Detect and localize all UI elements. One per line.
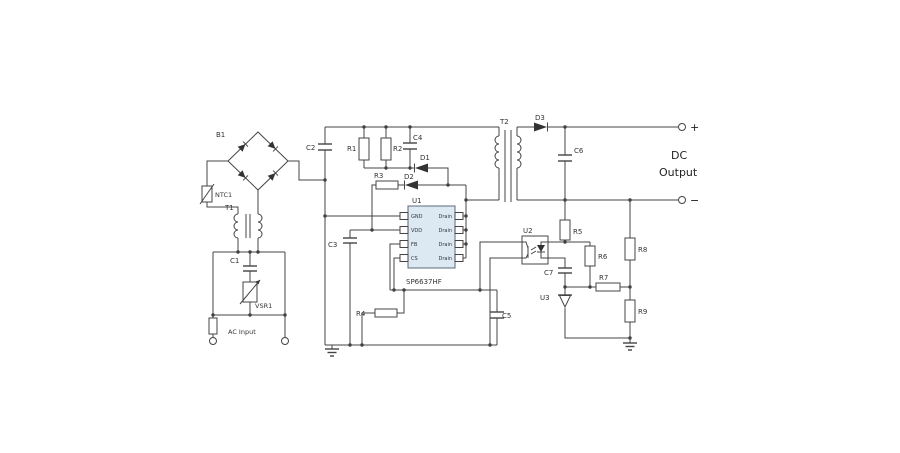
- label-output-minus: −: [690, 194, 699, 207]
- label-u3: U3: [540, 294, 550, 302]
- pin-label-cs: CS: [411, 256, 418, 262]
- diode-d1-symbol: [414, 163, 428, 173]
- pin-label-drain1: Drain: [438, 214, 452, 220]
- label-u1: U1: [412, 197, 422, 205]
- label-c1: C1: [230, 257, 239, 265]
- pin-label-drain4: Drain: [438, 256, 452, 262]
- common-mode-choke-symbol: [233, 213, 263, 239]
- label-r3: R3: [374, 172, 383, 180]
- wires: [206, 126, 679, 346]
- label-output: Output: [659, 166, 698, 179]
- dc-terminal-plus: [678, 123, 686, 131]
- resistor-r8-symbol: [624, 237, 636, 261]
- ntc-thermistor-symbol: [199, 183, 215, 205]
- dc-terminal-minus: [678, 196, 686, 204]
- varistor-symbol: [239, 279, 261, 305]
- label-d1: D1: [420, 154, 430, 162]
- fuse-symbol: [208, 317, 218, 335]
- label-vsr1: VSR1: [255, 302, 272, 310]
- capacitor-c4-symbol: [403, 142, 417, 150]
- optocoupler-u2-symbol: [521, 235, 549, 265]
- resistor-r7-symbol: [595, 282, 621, 292]
- controller-ic-u1: GND VDD FB CS Drain Drain Drain Drain: [399, 205, 464, 269]
- label-t1: T1: [224, 204, 234, 212]
- label-c2: C2: [306, 144, 315, 152]
- label-r5: R5: [573, 228, 582, 236]
- resistor-r9-symbol: [624, 299, 636, 323]
- resistor-r5-symbol: [559, 219, 571, 241]
- pin-label-vdd: VDD: [411, 228, 422, 234]
- label-r2: R2: [393, 145, 402, 153]
- resistor-r2-symbol: [380, 137, 392, 161]
- ic-body: [407, 205, 456, 269]
- pin-label-drain2: Drain: [438, 228, 452, 234]
- shunt-regulator-u3-symbol: [558, 294, 572, 309]
- label-r1: R1: [347, 145, 356, 153]
- label-r9: R9: [638, 308, 647, 316]
- ground-symbol-secondary: [623, 338, 637, 351]
- label-t2: T2: [499, 118, 509, 126]
- label-b1: B1: [216, 131, 225, 139]
- capacitor-c1-symbol: [243, 265, 257, 272]
- label-d3: D3: [535, 114, 545, 122]
- capacitor-c2-symbol: [318, 143, 332, 151]
- label-c7: C7: [544, 269, 553, 277]
- label-u2: U2: [523, 227, 533, 235]
- capacitor-c5-symbol: [490, 311, 504, 319]
- junction-dots: [211, 125, 632, 347]
- label-r8: R8: [638, 246, 647, 254]
- resistor-r6-symbol: [584, 245, 596, 267]
- label-ntc1: NTC1: [215, 191, 232, 199]
- label-d2: D2: [404, 173, 414, 181]
- label-output-plus: +: [690, 121, 699, 134]
- ac-terminal-left: [209, 337, 217, 345]
- label-c3: C3: [328, 241, 337, 249]
- label-r6: R6: [598, 253, 608, 261]
- capacitor-c3-symbol: [343, 237, 357, 244]
- bridge-rectifier-symbol: [237, 141, 279, 181]
- pin-label-gnd: GND: [411, 214, 423, 220]
- ground-symbol-primary: [325, 345, 339, 357]
- ac-terminal-right: [281, 337, 289, 345]
- label-c4: C4: [413, 134, 423, 142]
- label-ac-input: AC Input: [228, 328, 256, 336]
- capacitor-c7-symbol: [558, 267, 572, 274]
- label-u1-part: SP6637HF: [406, 278, 442, 286]
- pin-label-fb: FB: [411, 242, 418, 248]
- label-r7: R7: [599, 274, 608, 282]
- pin-label-drain3: Drain: [438, 242, 452, 248]
- resistor-r4-symbol: [374, 308, 398, 318]
- label-r4: R4: [356, 310, 366, 318]
- label-c6: C6: [574, 147, 584, 155]
- capacitor-c6-symbol: [558, 154, 572, 162]
- diode-d3-symbol: [534, 122, 548, 132]
- label-c5: C5: [502, 312, 511, 320]
- diode-d2-symbol: [404, 180, 418, 190]
- label-dc: DC: [671, 149, 687, 162]
- resistor-r3-symbol: [375, 180, 399, 190]
- resistor-r1-symbol: [358, 137, 370, 161]
- transformer-t2-symbol: [494, 130, 522, 202]
